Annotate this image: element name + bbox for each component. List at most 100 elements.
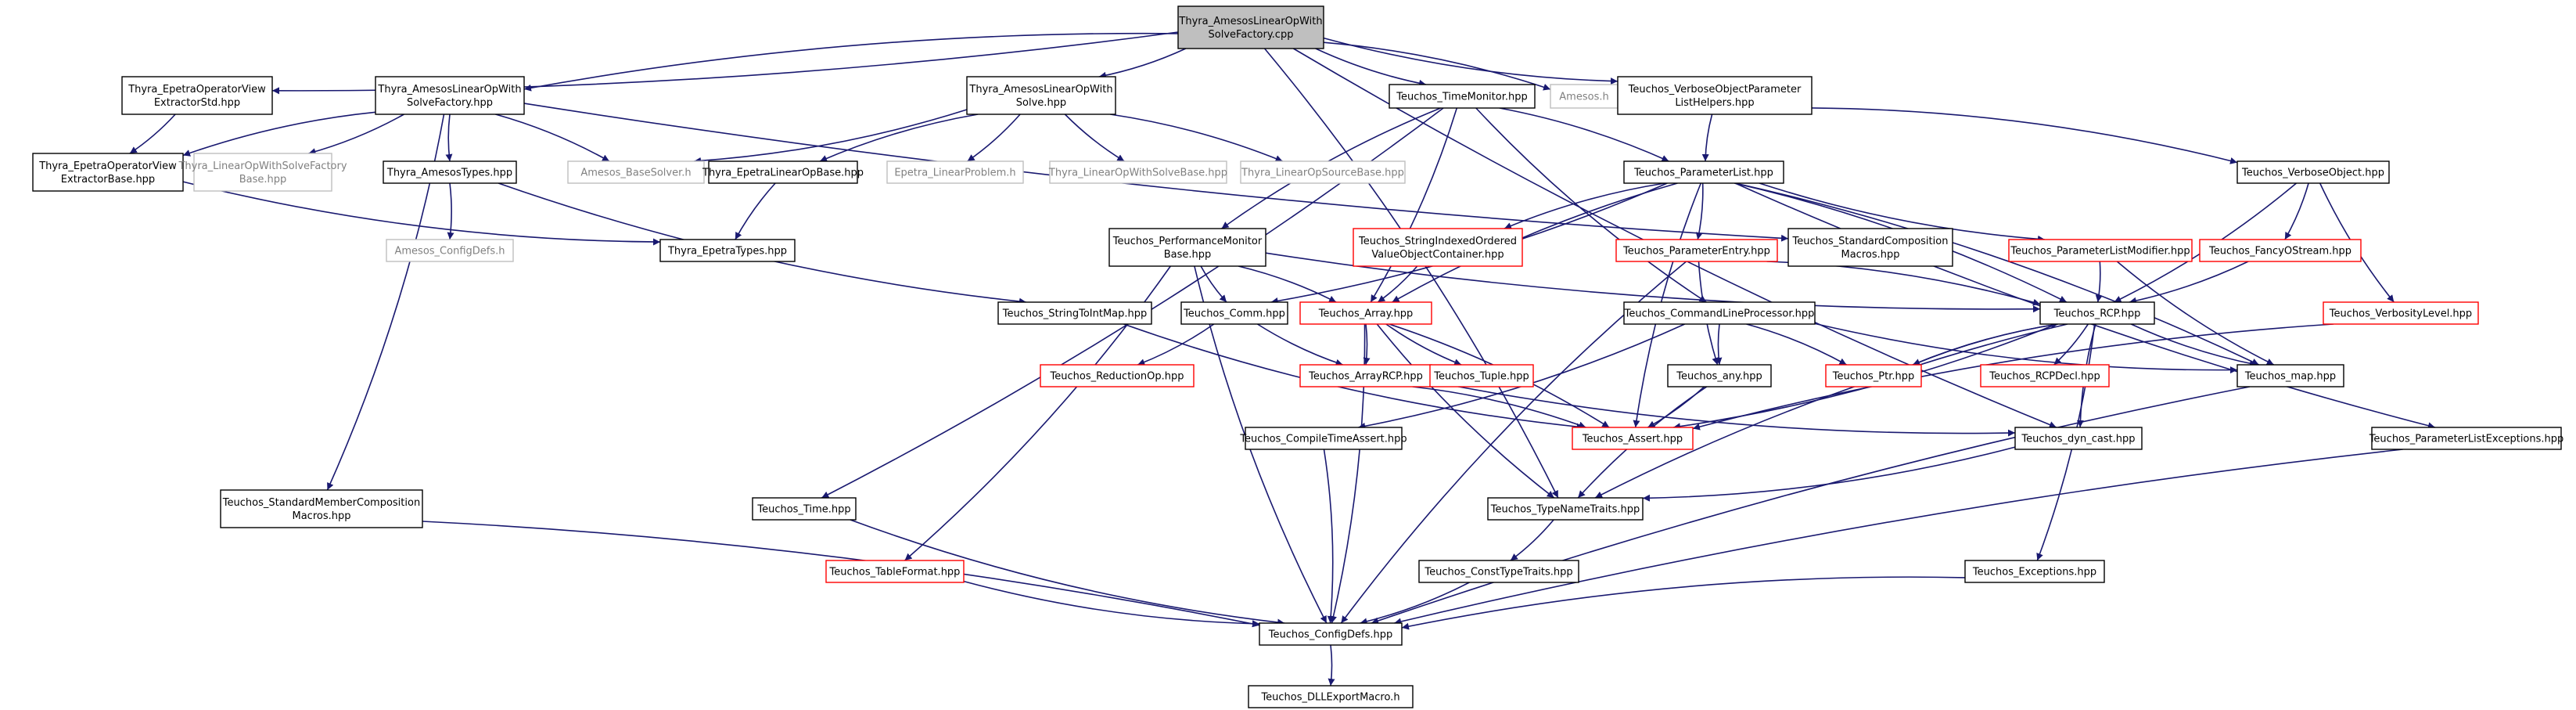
node-layer: Thyra_AmesosLinearOpWithSolveFactory.cpp…	[32, 5, 2564, 708]
node-label: Teuchos_ReductionOp.hpp	[1050, 371, 1184, 383]
node-box	[1180, 301, 1288, 325]
node-box	[1040, 364, 1195, 387]
node-verboseHelpers[interactable]: Teuchos_VerboseObjectParameterListHelper…	[1617, 76, 1813, 115]
node-verbosityLevel[interactable]: Teuchos_VerbosityLevel.hpp	[2323, 301, 2479, 325]
node-epetraLinOpBase[interactable]: Thyra_EpetraLinearOpBase.hpp	[702, 160, 864, 184]
node-timeMonitor[interactable]: Teuchos_TimeMonitor.hpp	[1389, 84, 1536, 109]
edge-cmdLine-to-map	[1814, 323, 2238, 374]
edge-fancyOStream-to-rcp	[2129, 261, 2249, 305]
edge-paramList-to-paramListMod	[1759, 182, 2046, 243]
edge-epetraLinOpBase-to-epetraTypes	[735, 182, 776, 240]
node-box	[1617, 76, 1813, 115]
node-compileTime[interactable]: Teuchos_CompileTimeAssert.hpp	[1239, 427, 1407, 450]
edge-timeMonitor-to-cmdLine	[1475, 107, 1707, 303]
node-paramListExc[interactable]: Teuchos_ParameterListExceptions.hpp	[2369, 427, 2564, 450]
edge-constTypeTraits-to-configDefs	[1360, 582, 1470, 625]
node-epetraTypes[interactable]: Thyra_EpetraTypes.hpp	[659, 239, 796, 262]
edge-layer	[129, 31, 2436, 687]
node-box	[1825, 364, 1922, 387]
edge-strIndexed-to-array	[1377, 265, 1418, 303]
edge-paramListExc-to-configDefs	[1394, 449, 2403, 625]
node-rcp[interactable]: Teuchos_RCP.hpp	[2039, 301, 2155, 325]
node-box	[1108, 228, 1266, 267]
edge-verboseHelpers-to-verboseObject	[1811, 107, 2238, 164]
node-box	[1049, 160, 1227, 184]
node-box	[886, 160, 1024, 184]
node-linOpSolveBase: Thyra_LinearOpWithSolveBase.hpp	[1048, 160, 1227, 184]
node-assert[interactable]: Teuchos_Assert.hpp	[1572, 427, 1694, 450]
node-array[interactable]: Teuchos_Array.hpp	[1299, 301, 1432, 325]
edge-amesosSolve-to-epetraLinProb	[967, 114, 1021, 162]
edge-perfMonitor-to-comm	[1200, 265, 1227, 303]
node-paramList[interactable]: Teuchos_ParameterList.hpp	[1623, 160, 1784, 184]
node-cmdLine[interactable]: Teuchos_CommandLineProcessor.hpp	[1623, 301, 1816, 325]
edge-paramList-to-strIndexed	[1504, 182, 1665, 229]
node-paramListMod[interactable]: Teuchos_ParameterListModifier.hpp	[2008, 239, 2193, 262]
node-stringToInt[interactable]: Teuchos_StringToIntMap.hpp	[997, 301, 1152, 325]
node-constTypeTraits[interactable]: Teuchos_ConstTypeTraits.hpp	[1418, 560, 1579, 583]
node-typeNameTraits[interactable]: Teuchos_TypeNameTraits.hpp	[1487, 497, 1644, 521]
edge-stdMemberComp-to-configDefs	[422, 521, 1260, 628]
node-tuple[interactable]: Teuchos_Tuple.hpp	[1429, 364, 1534, 387]
node-label: SolveFactory.cpp	[1209, 29, 1294, 41]
node-configDefs[interactable]: Teuchos_ConfigDefs.hpp	[1259, 622, 1403, 646]
edge-rcp-to-ptr	[1912, 323, 2059, 366]
edge-cmdLine-to-any	[1715, 323, 1723, 366]
node-map[interactable]: Teuchos_map.hpp	[2236, 364, 2344, 387]
node-time[interactable]: Teuchos_Time.hpp	[752, 497, 857, 521]
node-label: Base.hpp	[239, 174, 287, 186]
edge-amesosSolve-to-epetraLinOpBase	[819, 114, 979, 162]
node-label: Teuchos_CommandLineProcessor.hpp	[1624, 308, 1815, 320]
node-reductionOp[interactable]: Teuchos_ReductionOp.hpp	[1040, 364, 1195, 387]
node-fancyOStream[interactable]: Teuchos_FancyOStream.hpp	[2199, 239, 2362, 262]
node-any[interactable]: Teuchos_any.hpp	[1667, 364, 1772, 387]
node-label: Teuchos_StringToIntMap.hpp	[1002, 308, 1148, 320]
node-label: Thyra_AmesosLinearOpWith	[377, 84, 521, 96]
edge-verboseHelpers-to-paramList	[1701, 114, 1713, 162]
node-label: Teuchos_DLLExportMacro.h	[1260, 692, 1399, 704]
edge-amesosSolve-to-amesosBaseSolver	[693, 109, 968, 164]
node-arrayRCP[interactable]: Teuchos_ArrayRCP.hpp	[1299, 364, 1432, 387]
node-label: Teuchos_RCPDecl.hpp	[1989, 371, 2100, 383]
node-label: Macros.hpp	[1841, 249, 1900, 261]
node-label: Teuchos_StandardMemberComposition	[222, 497, 420, 509]
node-rcpDecl[interactable]: Teuchos_RCPDecl.hpp	[1980, 364, 2110, 387]
node-strIndexed[interactable]: Teuchos_StringIndexedOrderedValueObjectC…	[1353, 228, 1523, 267]
node-box	[1240, 160, 1406, 184]
node-dynCast[interactable]: Teuchos_dyn_cast.hpp	[2014, 427, 2143, 450]
edge-array-to-typeNameTraits	[1376, 323, 1555, 499]
node-box	[2236, 160, 2390, 184]
node-paramEntry[interactable]: Teuchos_ParameterEntry.hpp	[1615, 239, 1778, 262]
node-epetraViewBase[interactable]: Thyra_EpetraOperatorViewExtractorBase.hp…	[32, 153, 184, 192]
node-box	[1353, 228, 1523, 267]
edge-cmdLine-to-ptr	[1746, 323, 1847, 366]
node-dllExport[interactable]: Teuchos_DLLExportMacro.h	[1248, 685, 1414, 708]
node-exceptions[interactable]: Teuchos_Exceptions.hpp	[1964, 560, 2105, 583]
node-stdMemberComp[interactable]: Teuchos_StandardMemberCompositionMacros.…	[220, 489, 423, 528]
node-tableFormat[interactable]: Teuchos_TableFormat.hpp	[825, 560, 965, 583]
node-label: Amesos_ConfigDefs.h	[395, 246, 505, 258]
edge-arrayRCP-to-dynCast	[1431, 380, 2016, 437]
node-box	[659, 239, 796, 262]
edge-verboseObject-to-fancyOStream	[2284, 182, 2309, 240]
node-amesosTypes[interactable]: Thyra_AmesosTypes.hpp	[383, 160, 517, 184]
node-label: Base.hpp	[1164, 249, 1212, 261]
node-box	[1259, 622, 1403, 646]
node-box	[1667, 364, 1772, 387]
edge-amesosTypes-to-amesosConfig	[447, 182, 454, 240]
node-comm[interactable]: Teuchos_Comm.hpp	[1180, 301, 1288, 325]
node-epetraLinProb: Epetra_LinearProblem.h	[886, 160, 1024, 184]
node-box	[121, 76, 273, 115]
edge-comm-to-arrayRCP	[1256, 323, 1343, 366]
edge-timeMonitor-to-paramList	[1499, 107, 1669, 162]
node-ptr[interactable]: Teuchos_Ptr.hpp	[1825, 364, 1922, 387]
node-label: ListHelpers.hpp	[1675, 97, 1754, 109]
node-verboseObject[interactable]: Teuchos_VerboseObject.hpp	[2236, 160, 2390, 184]
node-label: Teuchos_TypeNameTraits.hpp	[1490, 504, 1640, 516]
